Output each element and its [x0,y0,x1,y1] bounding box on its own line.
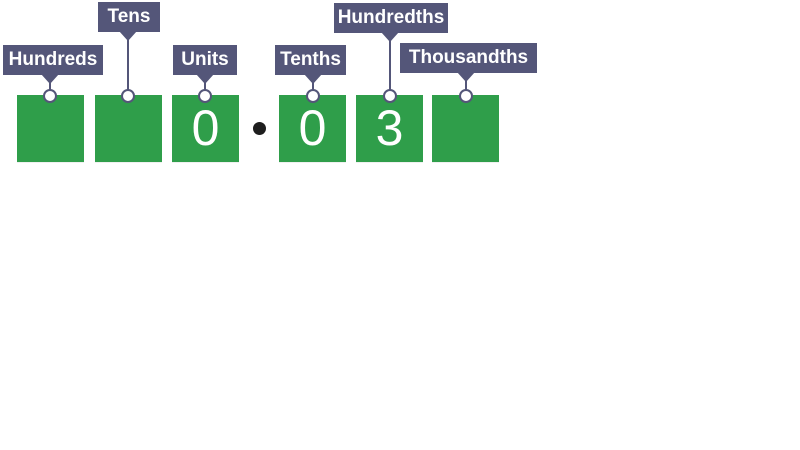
place-square-tenths: 0 [279,95,346,162]
connector-node-circle [459,89,473,103]
decimal-point-dot [253,122,266,135]
connector-node-circle [383,89,397,103]
place-square-tens [95,95,162,162]
pointer-tail [304,74,322,84]
place-square-thousandths [432,95,499,162]
digit-hundredths: 3 [375,100,404,156]
pointer-tail [381,32,399,42]
connector-line [204,81,206,95]
pointer-tail [457,72,475,82]
connector-node-circle [198,89,212,103]
pointer-tail [119,31,137,41]
place-label-hundreds: Hundreds [3,45,103,75]
connector-node-circle [306,89,320,103]
place-label-text: Hundredths [337,7,445,28]
place-label-text: Hundreds [8,49,98,70]
place-square-hundreds [17,95,84,162]
connector-line [127,38,129,95]
pointer-tail [41,74,59,84]
place-label-units: Units [173,45,237,75]
place-label-tenths: Tenths [275,45,346,75]
connector-line [312,81,314,95]
place-label-hundredths: Hundredths [334,3,448,33]
place-label-tens: Tens [98,2,160,32]
connector-line [389,39,391,95]
digit-units: 0 [191,100,220,156]
place-label-text: Thousandths [408,47,529,68]
place-label-text: Units [181,49,229,70]
place-square-units: 0 [172,95,239,162]
connector-line [49,81,51,95]
connector-node-circle [43,89,57,103]
place-label-text: Tenths [280,49,341,70]
digit-tenths: 0 [298,100,327,156]
place-square-hundredths: 3 [356,95,423,162]
connector-node-circle [121,89,135,103]
connector-line [465,79,467,95]
pointer-tail [196,74,214,84]
place-label-thousandths: Thousandths [400,43,537,73]
place-label-text: Tens [107,6,151,27]
